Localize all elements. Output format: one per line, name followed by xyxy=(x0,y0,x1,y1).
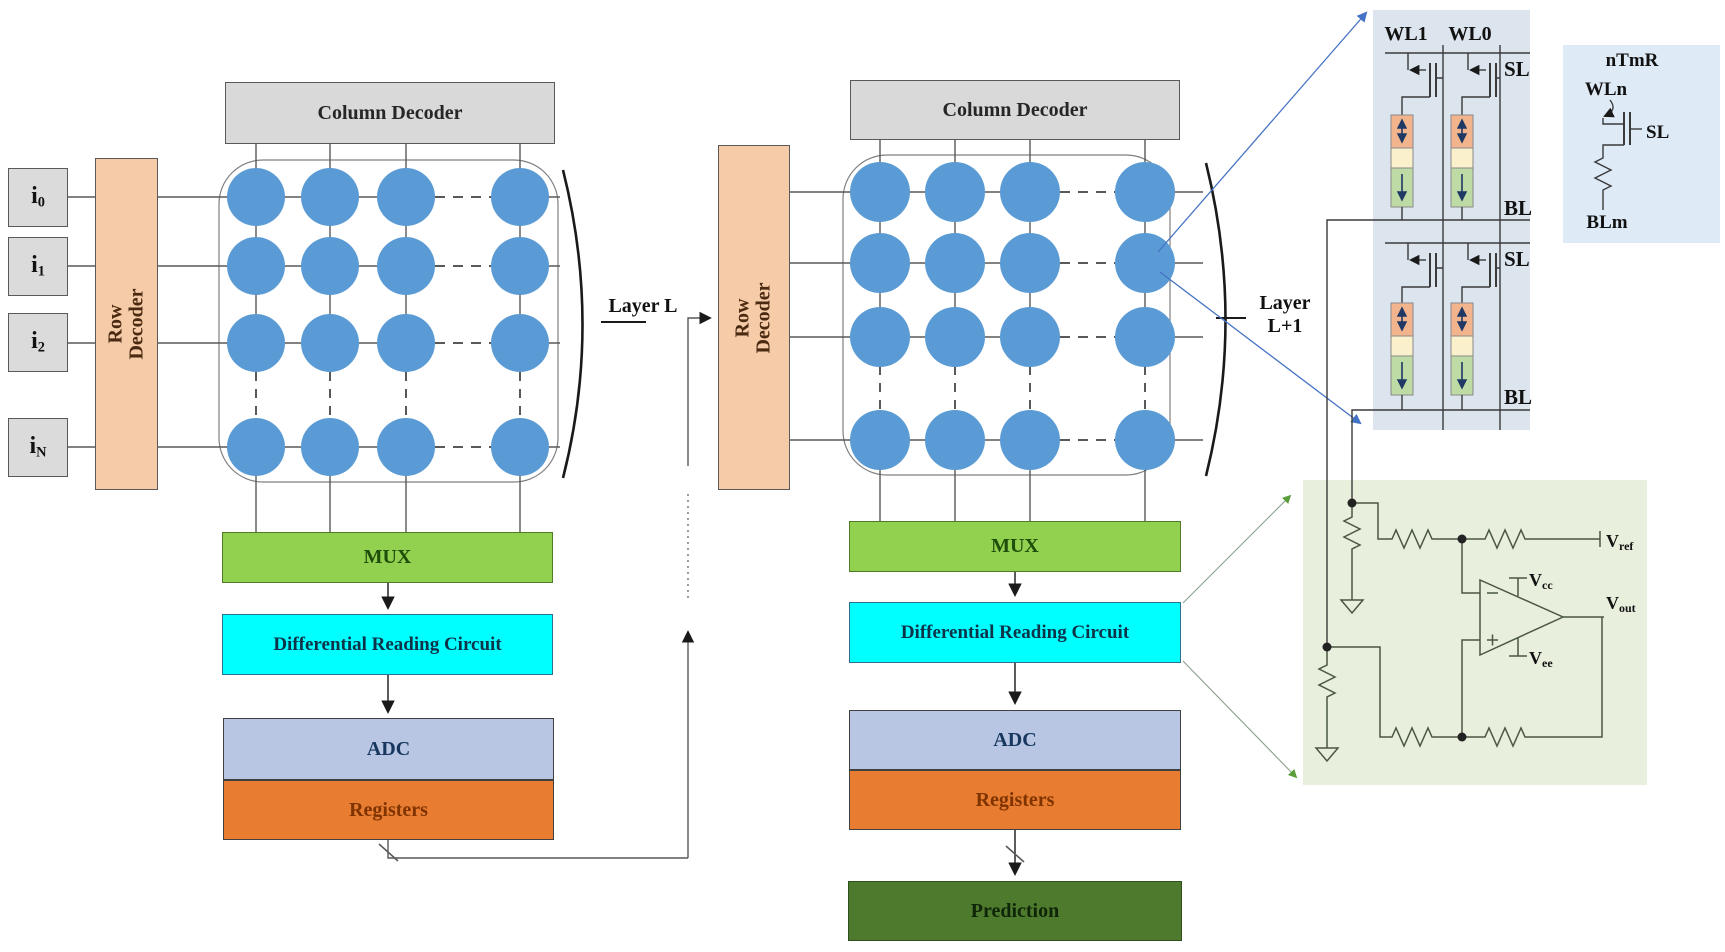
wl0-label: WL0 xyxy=(1448,23,1491,45)
adc-layer-l1: ADC xyxy=(849,710,1181,770)
layer-l1-flow-arrows xyxy=(1005,572,1025,877)
adc-layer-l: ADC xyxy=(223,718,554,780)
crossbar-cell xyxy=(1000,233,1060,293)
input-iN: iN xyxy=(8,418,68,477)
crossbar-cell xyxy=(1000,307,1060,367)
wl1-label: WL1 xyxy=(1384,23,1427,45)
registers-layer-l: Registers xyxy=(223,780,554,840)
crossbar-cell xyxy=(377,168,435,226)
crossbar-cell xyxy=(850,233,910,293)
crossbar-cell xyxy=(1000,162,1060,222)
bl-label: BL xyxy=(1504,385,1532,409)
blm-label: BLm xyxy=(1586,212,1627,233)
input-i0: i0 xyxy=(8,168,68,227)
wln-label: WLn xyxy=(1585,79,1628,100)
reading-circuit-layer-l: Differential Reading Circuit xyxy=(222,614,553,675)
crossbar-cell xyxy=(1115,410,1175,470)
crossbar-cell xyxy=(301,418,359,476)
mux-layer-l1: MUX xyxy=(849,521,1181,572)
crossbar-cell xyxy=(377,314,435,372)
crossbar-cell xyxy=(925,162,985,222)
crossbar-cell xyxy=(925,307,985,367)
crossbar-cell xyxy=(491,314,549,372)
sl-label: SL xyxy=(1504,57,1530,81)
registers-layer-l1: Registers xyxy=(849,770,1181,830)
readout-circuit-panel xyxy=(1303,480,1647,785)
crossbar-cell xyxy=(850,307,910,367)
inter-layer-feedback-path xyxy=(378,311,712,862)
crossbar-cell xyxy=(1000,410,1060,470)
bl-label: BL xyxy=(1504,196,1532,220)
column-decoder-layer-l: Column Decoder xyxy=(225,82,555,144)
sl-label: SL xyxy=(1504,247,1530,271)
crossbar-cell xyxy=(491,168,549,226)
crossbar-cell xyxy=(850,162,910,222)
crossbar-cell xyxy=(301,314,359,372)
crossbar-cells-layer-l xyxy=(227,168,549,476)
mux-layer-l: MUX xyxy=(222,532,553,583)
vref-label: Vref xyxy=(1606,531,1634,553)
ntmr-panel xyxy=(1563,45,1720,243)
input-i1: i1 xyxy=(8,237,68,296)
crossbar-cell xyxy=(377,237,435,295)
crossbar-cell xyxy=(1115,162,1175,222)
vcc-label: Vcc xyxy=(1529,570,1553,592)
crossbar-cell xyxy=(850,410,910,470)
crossbar-cell xyxy=(227,168,285,226)
ntmr-title: nTmR xyxy=(1606,50,1659,71)
crossbar-cell xyxy=(925,410,985,470)
crossbar-cell xyxy=(301,168,359,226)
crossbar-cell xyxy=(1115,233,1175,293)
layer-l-label: Layer L xyxy=(608,295,678,317)
layer-l1-bracket xyxy=(1204,162,1227,477)
crossbar-cell xyxy=(227,314,285,372)
crossbar-cell xyxy=(491,237,549,295)
layer-l-bracket xyxy=(561,169,584,479)
readout-callout-arrows xyxy=(1182,494,1298,779)
prediction-box: Prediction xyxy=(848,881,1182,941)
cell-detail-circuit xyxy=(1326,45,1530,647)
input-i2: i2 xyxy=(8,313,68,372)
readout-circuit xyxy=(1314,498,1604,763)
column-decoder-layer-l1: Column Decoder xyxy=(850,80,1180,140)
crossbar-cell xyxy=(491,418,549,476)
ntmr-circuit xyxy=(1593,99,1642,210)
crossbar-cells-layer-l1 xyxy=(850,162,1175,470)
crossbar-cell xyxy=(227,418,285,476)
vee-label: Vee xyxy=(1529,648,1553,670)
ntmr-sl-label: SL xyxy=(1646,122,1669,143)
cell-detail-callout-arrows xyxy=(1157,11,1368,425)
crossbar-cell xyxy=(925,233,985,293)
crossbar-cell xyxy=(377,418,435,476)
reading-circuit-layer-l1: Differential Reading Circuit xyxy=(849,602,1181,663)
crossbar-cell xyxy=(227,237,285,295)
crossbar-cell xyxy=(1115,307,1175,367)
crossbar-cell xyxy=(301,237,359,295)
vout-label: Vout xyxy=(1606,593,1636,615)
